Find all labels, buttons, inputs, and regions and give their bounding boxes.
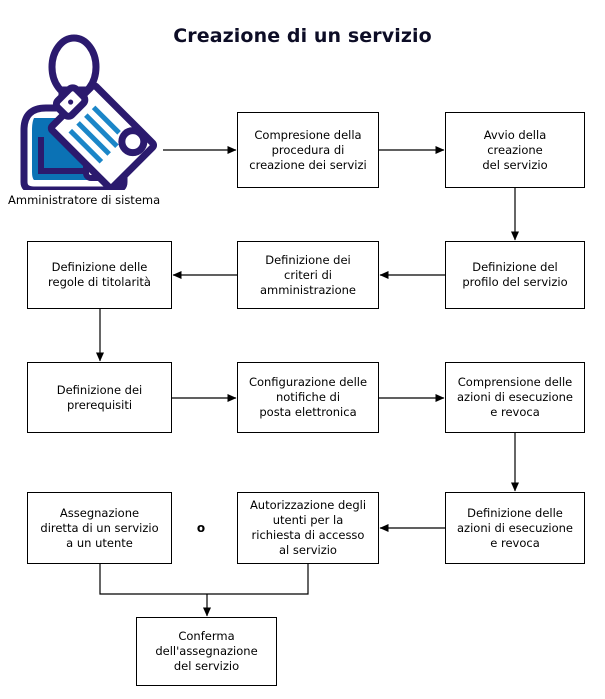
node-assegnazione-diretta[interactable]: Assegnazione diretta di un servizio a un…: [27, 492, 172, 564]
node-definizione-azioni[interactable]: Definizione delle azioni di esecuzione e…: [445, 492, 585, 564]
or-connector-label: o: [196, 521, 206, 535]
node-definizione-prerequisiti[interactable]: Definizione dei prerequisiti: [27, 362, 172, 433]
system-administrator-icon: [20, 34, 158, 190]
node-comprensione-azioni[interactable]: Comprensione delle azioni di esecuzione …: [445, 362, 585, 433]
node-criteri-amministrazione[interactable]: Definizione dei criteri di amministrazio…: [237, 241, 379, 309]
node-regole-titolarita[interactable]: Definizione delle regole di titolarità: [27, 241, 172, 309]
node-comprensione-procedura[interactable]: Compresione della procedura di creazione…: [237, 112, 379, 188]
page-title: Creazione di un servizio: [173, 25, 432, 47]
node-autorizzazione-utenti[interactable]: Autorizzazione degli utenti per la richi…: [237, 492, 379, 564]
edge-assegnazione-to-junction: [99, 564, 207, 595]
node-configurazione-notifiche[interactable]: Configurazione delle notifiche di posta …: [237, 362, 379, 433]
node-definizione-profilo[interactable]: Definizione del profilo del servizio: [445, 241, 585, 309]
node-conferma-assegnazione[interactable]: Conferma dell'assegnazione del servizio: [136, 617, 277, 686]
edge-autorizzazione-to-junction: [207, 564, 309, 595]
actor-label: Amministratore di sistema: [8, 193, 161, 207]
node-avvio-creazione[interactable]: Avvio della creazione del servizio: [445, 112, 585, 188]
